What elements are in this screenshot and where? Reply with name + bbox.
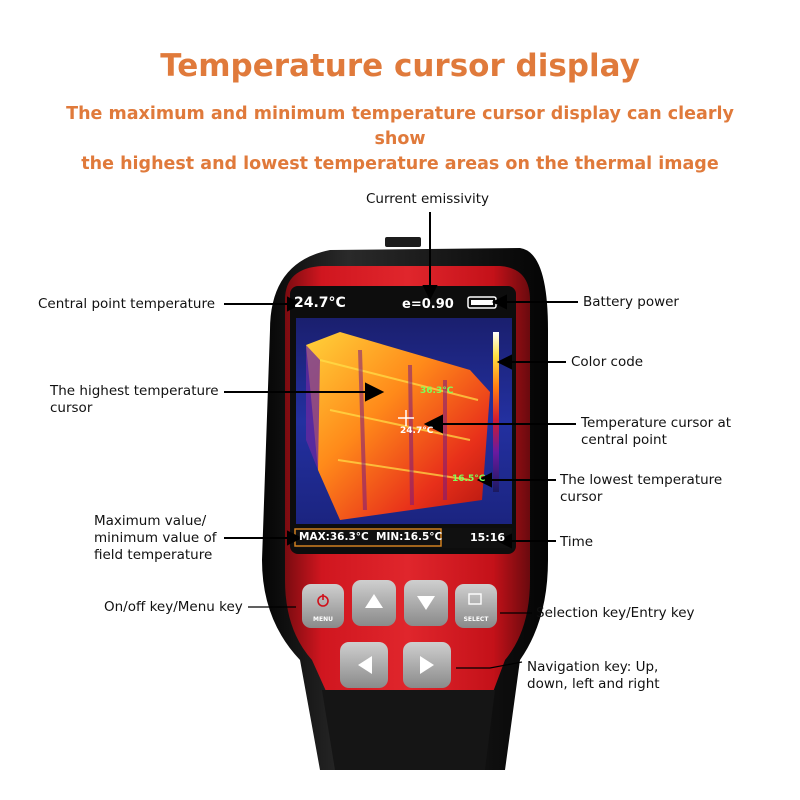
menu-key[interactable]: MENU	[302, 584, 344, 628]
down-key[interactable]	[404, 580, 448, 626]
callout-current-emissivity: Current emissivity	[366, 191, 490, 207]
min-temp-cursor-label: 16.5°C	[452, 474, 486, 484]
up-arrow-icon	[365, 594, 383, 608]
callout-highest-line-1: The highest temperature	[50, 383, 219, 399]
callout-central-point-temperature: Central point temperature	[38, 296, 216, 312]
callout-cursor-central-line-2: central point	[581, 432, 667, 448]
callout-lowest-line-1: The lowest temperature	[560, 472, 723, 488]
callout-battery-power: Battery power	[583, 294, 679, 310]
menu-key-label: MENU	[313, 616, 333, 623]
callout-highest-temperature: The highest temperature cursor	[50, 383, 219, 417]
callout-color-code: Color code	[571, 354, 644, 370]
time-readout: 15:16	[470, 531, 506, 544]
device-grip	[322, 690, 495, 770]
callout-highest-line-2: cursor	[50, 400, 93, 416]
center-cursor-label: 24.7°C	[400, 426, 434, 436]
thermal-object-dividers	[358, 349, 447, 511]
callout-time: Time	[560, 534, 594, 550]
right-arrow-icon	[420, 656, 434, 674]
center-cursor-cross	[398, 410, 414, 426]
max-temp-cursor-label: 36.3°C	[420, 386, 454, 396]
right-key[interactable]	[403, 642, 451, 688]
subtitle-line-2: the highest and lowest temperature areas…	[81, 154, 719, 174]
select-key[interactable]: SELECT	[455, 584, 497, 628]
screen-bottom-strip	[296, 528, 512, 548]
page-title: Temperature cursor display	[160, 48, 640, 84]
callout-lowest-line-2: cursor	[560, 489, 603, 505]
callout-maxmin-line-3: field temperature	[94, 547, 213, 563]
device-top-notch	[385, 237, 421, 247]
callout-navigation-key: Navigation key: Up, down, left and right	[527, 659, 660, 693]
callout-cursor-central-line-1: Temperature cursor at	[581, 415, 732, 431]
emissivity-readout: e=0.90	[402, 297, 454, 312]
select-key-label: SELECT	[464, 616, 490, 623]
color-code-bar	[493, 332, 499, 492]
subtitle-line-1: The maximum and minimum temperature curs…	[66, 104, 734, 149]
callout-maxmin-line-2: minimum value of	[94, 530, 217, 546]
callout-nav-line-2: down, left and right	[527, 676, 660, 692]
center-temp-readout: 24.7°C	[294, 295, 346, 311]
page-subtitle: The maximum and minimum temperature curs…	[40, 102, 760, 177]
thermal-object-cool-strip	[306, 345, 320, 470]
down-arrow-icon	[417, 596, 435, 610]
left-arrow-icon	[358, 656, 372, 674]
callout-onoff-menu-key: On/off key/Menu key	[104, 599, 243, 615]
max-min-readout: MAX:36.3°C MIN:16.5°C	[299, 531, 443, 543]
callout-selection-entry-key: Selection key/Entry key	[536, 605, 695, 621]
callout-arrows	[224, 212, 578, 669]
callout-maxmin-line-1: Maximum value/	[94, 513, 207, 529]
callout-nav-line-1: Navigation key: Up,	[527, 659, 659, 675]
callout-cursor-central-point: Temperature cursor at central point	[581, 415, 731, 449]
callout-max-min-field: Maximum value/ minimum value of field te…	[94, 513, 217, 564]
up-key[interactable]	[352, 580, 396, 626]
callout-lowest-temperature: The lowest temperature cursor	[560, 472, 722, 506]
left-key[interactable]	[340, 642, 388, 688]
